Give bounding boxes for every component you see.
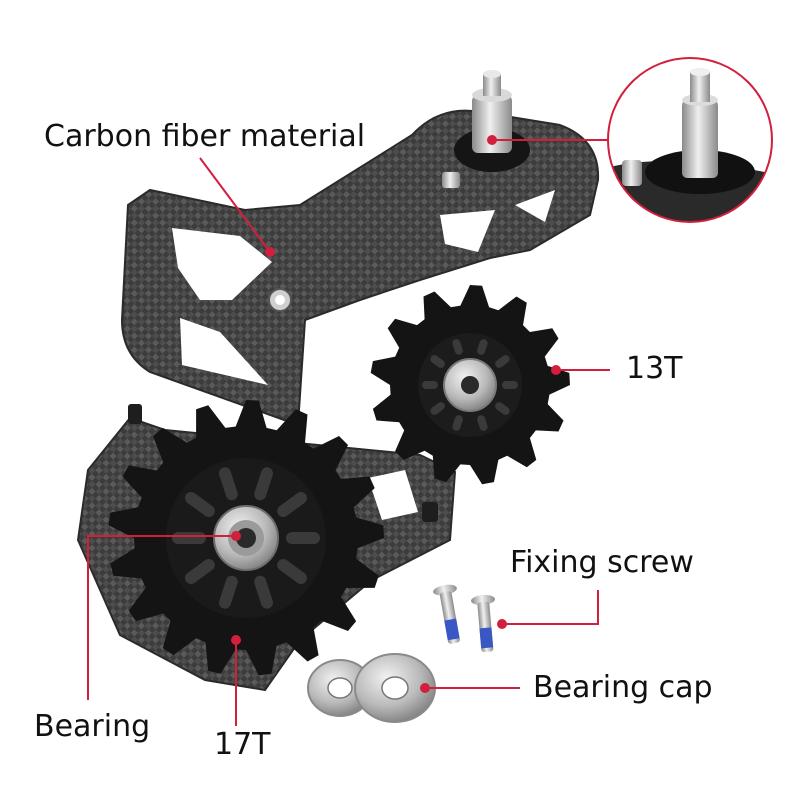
label-carbon-fiber: Carbon fiber material bbox=[44, 119, 366, 154]
zoom-inset bbox=[607, 57, 773, 223]
fixing-screws bbox=[433, 584, 495, 653]
pulley-spoke-slot bbox=[218, 467, 238, 501]
pulley-spoke-slot bbox=[452, 415, 463, 431]
label-17t: 17T bbox=[214, 727, 271, 762]
pulley-spoke-slot bbox=[172, 532, 206, 544]
leader-screw bbox=[502, 590, 599, 625]
pulley-spoke-slot bbox=[495, 402, 510, 415]
bearing-caps bbox=[307, 653, 436, 723]
label-bearing-cap: Bearing cap bbox=[533, 670, 713, 705]
pulley-spoke-slot bbox=[277, 492, 308, 517]
leader-lines bbox=[87, 139, 610, 726]
pulley-spoke-slot bbox=[218, 575, 238, 609]
pulley-spoke-slot bbox=[430, 402, 445, 415]
pulley-spoke-slot bbox=[495, 355, 510, 368]
pulley-spoke-slot bbox=[502, 381, 518, 389]
pulley-spoke-slot bbox=[477, 339, 488, 355]
upper-carbon-plate bbox=[120, 109, 600, 427]
pulley-spoke-slot bbox=[254, 575, 274, 609]
label-fixing-screw: Fixing screw bbox=[510, 545, 694, 580]
pulley-spoke-slot bbox=[184, 492, 215, 517]
leader-dots bbox=[231, 135, 561, 693]
label-bearing: Bearing bbox=[34, 709, 151, 744]
leader-carbon bbox=[199, 157, 271, 253]
pulley-13t bbox=[370, 285, 570, 485]
pulley-spoke-slot bbox=[286, 532, 320, 544]
pulley-spoke-slot bbox=[477, 415, 488, 431]
pulley-spoke-slot bbox=[184, 559, 215, 584]
pulley-17t bbox=[108, 400, 384, 676]
pulley-spoke-slot bbox=[254, 467, 274, 501]
pulley-spoke-slot bbox=[277, 559, 308, 584]
pulley-spoke-slot bbox=[452, 339, 463, 355]
pulley-spoke-slot bbox=[430, 355, 445, 368]
pulley-spoke-slot bbox=[422, 381, 438, 389]
leader-bearing bbox=[87, 535, 236, 700]
label-13t: 13T bbox=[626, 351, 683, 386]
